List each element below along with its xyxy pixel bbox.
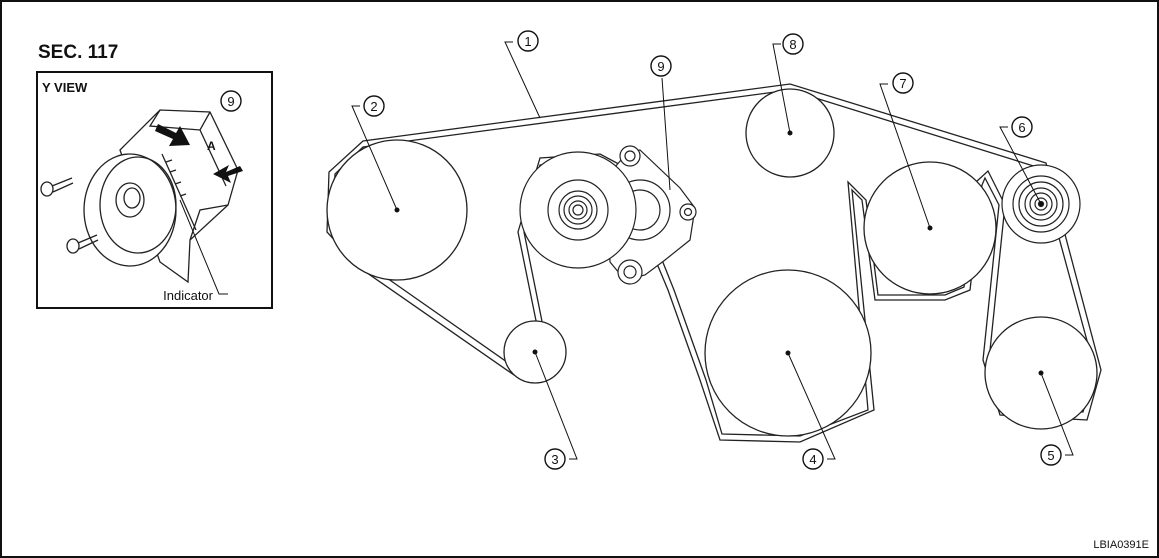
y-view-callout-9: 9: [220, 90, 242, 112]
y-view-arrow-label: A: [207, 139, 216, 153]
belt-tensioner-9: [519, 145, 697, 285]
svg-text:9: 9: [657, 59, 664, 74]
callout-4: 4: [787, 352, 836, 470]
callout-6: 6: [999, 116, 1042, 205]
svg-text:5: 5: [1047, 448, 1054, 463]
svg-text:7: 7: [899, 76, 906, 91]
callout-8: 8: [772, 33, 804, 134]
callout-2: 2: [351, 95, 398, 211]
callout-7: 7: [879, 72, 931, 229]
indicator-label: Indicator: [163, 288, 214, 303]
arrow-down-right-icon: [155, 124, 190, 146]
arrow-left-icon: [213, 165, 243, 183]
y-view-title: Y VIEW: [42, 80, 88, 95]
callout-5: 5: [1040, 372, 1074, 466]
callout-9: 9: [650, 55, 672, 191]
section-label: SEC. 117: [38, 42, 119, 63]
indicator-leader-line: [179, 199, 228, 295]
svg-text:6: 6: [1018, 120, 1025, 135]
y-view-inset: Y VIEW 9: [36, 71, 273, 309]
svg-text:8: 8: [789, 37, 796, 52]
svg-text:9: 9: [227, 94, 234, 109]
svg-text:4: 4: [809, 452, 816, 467]
svg-text:3: 3: [551, 452, 558, 467]
svg-text:2: 2: [370, 99, 377, 114]
callout-1: 1: [504, 30, 541, 119]
drawing-code: LBIA0391E: [1093, 539, 1149, 551]
svg-text:1: 1: [524, 34, 531, 49]
callout-3: 3: [534, 351, 578, 470]
